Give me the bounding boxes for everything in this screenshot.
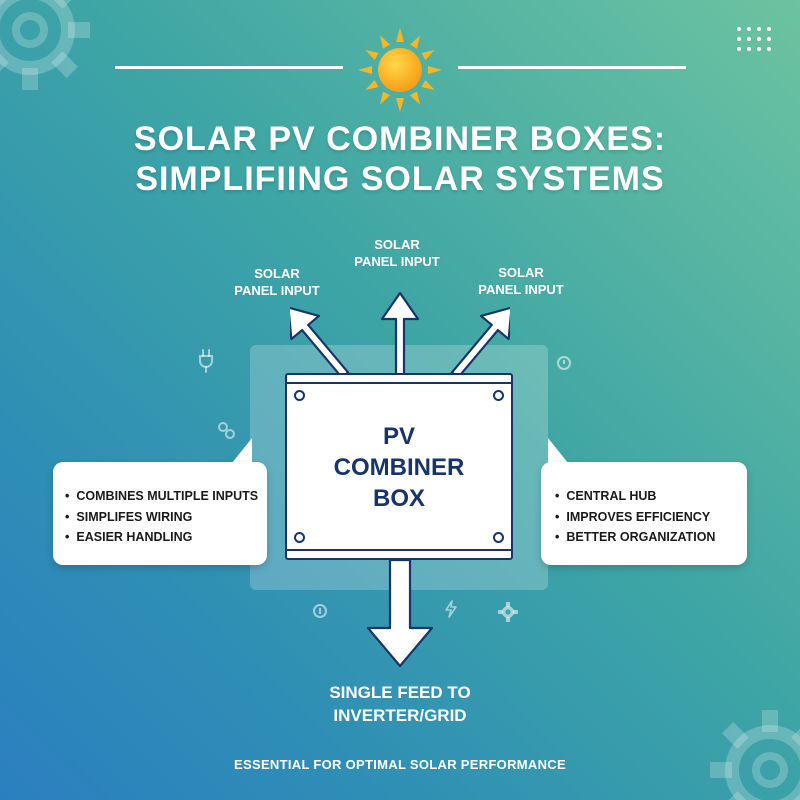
box-top-strip	[287, 382, 511, 384]
left-callout: COMBINES MULTIPLE INPUTS SIMPLIFES WIRIN…	[53, 462, 267, 565]
screw-top-left	[294, 390, 305, 401]
footer-tagline: ESSENTIAL FOR OPTIMAL SOLAR PERFORMANCE	[234, 757, 566, 772]
right-callout-list: CENTRAL HUB IMPROVES EFFICIENCY BETTER O…	[555, 486, 747, 548]
left-callout-item: SIMPLIFES WIRING	[65, 507, 267, 528]
box-bottom-strip	[287, 549, 511, 551]
plug-icon	[199, 349, 213, 373]
combiner-box: PV COMBINER BOX	[285, 373, 513, 560]
left-callout-item: COMBINES MULTIPLE INPUTS	[65, 486, 267, 507]
coin-icon	[313, 604, 327, 618]
left-callout-list: COMBINES MULTIPLE INPUTS SIMPLIFES WIRIN…	[65, 486, 267, 548]
clock-icon	[557, 356, 571, 370]
screw-bottom-right	[493, 532, 504, 543]
output-arrow	[366, 560, 434, 668]
header-rule-left	[115, 66, 343, 69]
small-gears-icon	[218, 422, 235, 439]
header-rule-right	[458, 66, 686, 69]
output-label-line-2: INVERTER/GRID	[333, 706, 467, 725]
input-label-left: SOLAR PANEL INPUT	[234, 266, 320, 298]
bolt-icon	[445, 600, 457, 618]
input-label-center: SOLAR PANEL INPUT	[354, 237, 440, 269]
left-callout-pointer	[228, 438, 252, 468]
screw-bottom-left	[294, 532, 305, 543]
gear-icon	[710, 710, 800, 800]
input-arrow-left	[290, 306, 350, 379]
input-label-right: SOLAR PANEL INPUT	[478, 265, 564, 297]
settings-gear-icon	[498, 602, 518, 622]
dot-grid-icon	[737, 27, 771, 51]
input-arrows	[290, 291, 510, 385]
right-callout: CENTRAL HUB IMPROVES EFFICIENCY BETTER O…	[541, 462, 747, 565]
right-callout-item: CENTRAL HUB	[555, 486, 747, 507]
title-line-1: SOLAR PV COMBINER BOXES:	[133, 120, 667, 158]
left-callout-item: EASIER HANDLING	[65, 527, 267, 548]
title-line-2: SIMPLIFIING SOLAR SYSTEMS	[135, 160, 665, 198]
right-callout-item: BETTER ORGANIZATION	[555, 527, 747, 548]
box-label-line-2: COMBINER	[333, 454, 465, 481]
input-arrow-center	[380, 291, 420, 385]
box-label-line-3: BOX	[372, 485, 425, 512]
screw-top-right	[493, 390, 504, 401]
box-label-line-1: PV	[382, 423, 415, 450]
sun-icon	[358, 28, 442, 112]
output-label-line-1: SINGLE FEED TO	[329, 683, 471, 702]
right-callout-item: IMPROVES EFFICIENCY	[555, 507, 747, 528]
right-callout-pointer	[548, 438, 572, 468]
input-arrow-right	[450, 306, 510, 379]
gear-icon	[0, 0, 90, 90]
